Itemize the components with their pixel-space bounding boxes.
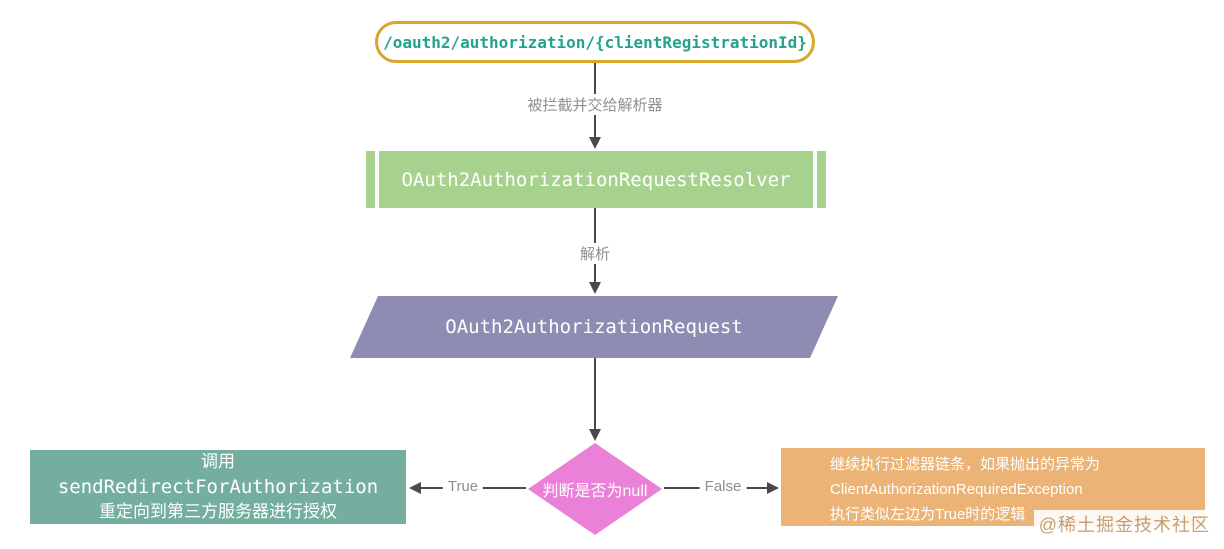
false-branch-line3: 执行类似左边为True时的逻辑 — [830, 506, 1026, 523]
endpoint-node: /oauth2/authorization/{clientRegistratio… — [375, 21, 815, 63]
false-edge-label: False — [699, 478, 747, 495]
resolver-node: OAuth2AuthorizationRequestResolver — [366, 151, 826, 208]
decision-label: 判断是否为null — [542, 483, 648, 500]
watermark: @稀土掘金技术社区 — [1033, 510, 1215, 538]
true-edge-label: True — [442, 478, 484, 495]
true-branch-line3: 重定向到第三方服务器进行授权 — [99, 502, 337, 521]
request-node: OAuth2AuthorizationRequest — [350, 296, 838, 358]
decision-node: 判断是否为null — [528, 443, 662, 535]
false-branch-line2: ClientAuthorizationRequiredException — [830, 481, 1083, 498]
resolver-right-bar — [817, 151, 826, 208]
resolver-label: OAuth2AuthorizationRequestResolver — [401, 168, 791, 191]
endpoint-label: /oauth2/authorization/{clientRegistratio… — [383, 32, 807, 52]
true-branch-line1: 调用 — [201, 452, 235, 471]
false-branch-line1: 继续执行过滤器链条，如果抛出的异常为 — [830, 456, 1101, 473]
intercept-edge-label: 被拦截并交给解析器 — [522, 94, 668, 115]
true-branch-node: 调用 sendRedirectForAuthorization 重定向到第三方服… — [30, 450, 406, 524]
request-label: OAuth2AuthorizationRequest — [445, 316, 743, 338]
true-branch-line2: sendRedirectForAuthorization — [57, 476, 379, 498]
false-branch-node: 继续执行过滤器链条，如果抛出的异常为 ClientAuthorizationRe… — [781, 448, 1205, 526]
resolver-left-bar — [366, 151, 375, 208]
parse-edge-label: 解析 — [574, 243, 616, 264]
